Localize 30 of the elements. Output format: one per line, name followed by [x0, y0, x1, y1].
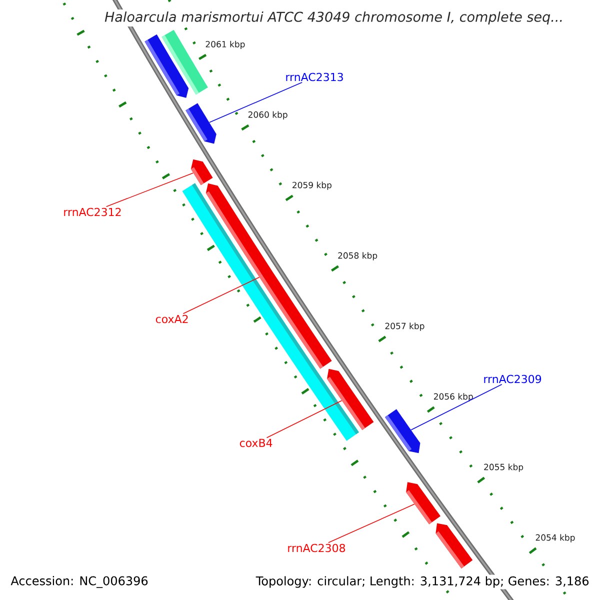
gene-label: rrnAC2309: [484, 374, 542, 384]
gene-feature: [436, 523, 473, 568]
gene-label: coxA2: [156, 314, 188, 324]
gene-feature: [327, 368, 374, 430]
gene-feature: [406, 482, 440, 524]
leader-line: [328, 504, 415, 544]
tick-label: 2058 kbp: [338, 252, 378, 260]
tick-label: 2057 kbp: [385, 322, 424, 331]
tick-label: 2060 kbp: [248, 111, 288, 120]
tick-label: 2055 kbp: [484, 464, 524, 472]
leader-line: [106, 172, 194, 208]
tick-label: 2056 kbp: [434, 393, 473, 402]
leader-line: [266, 400, 342, 438]
gene-feature: [206, 183, 332, 369]
gene-label: rrnAC2308: [288, 544, 346, 552]
gene-label: rrnAC2313: [286, 72, 343, 82]
gene-feature: [190, 159, 213, 186]
title: Haloarcula marismortui ATCC 43049 chromosome I, complete seq...: [102, 9, 566, 27]
footer-text: Topology: circular; Length: 3,131,724 bp; Genes: 3,186: [254, 574, 591, 590]
leader-line: [209, 82, 303, 123]
leader-line: [410, 384, 502, 430]
gene-label: coxB4: [240, 438, 272, 448]
leader-line: [182, 276, 260, 314]
tick-label: 2054 kbp: [536, 534, 575, 542]
tick-label: 2059 kbp: [292, 182, 332, 190]
gene-feature: [186, 103, 216, 144]
tick-label: 2061 kbp: [206, 40, 245, 50]
gene-feature: [384, 409, 420, 454]
footer-text: Accession: NC_006396: [9, 574, 150, 590]
gene-label: rrnAC2312: [64, 208, 121, 216]
